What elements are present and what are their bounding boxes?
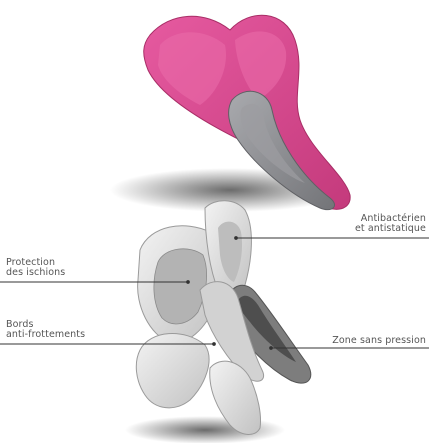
label-bords: Bords anti-frottements	[6, 320, 85, 340]
label-zone-line1: Zone sans pression	[332, 336, 426, 346]
label-protection: Protection des ischions	[6, 258, 65, 278]
label-protection-line2: des ischions	[6, 268, 65, 278]
label-zone: Zone sans pression	[332, 336, 426, 346]
label-antibacterial: Antibactérien et antistatique	[355, 214, 426, 234]
bottom-left-foam	[136, 334, 209, 408]
exploded-foam-layers	[136, 201, 311, 435]
label-antibacterial-line2: et antistatique	[355, 224, 426, 234]
label-bords-line2: anti-frottements	[6, 330, 85, 340]
